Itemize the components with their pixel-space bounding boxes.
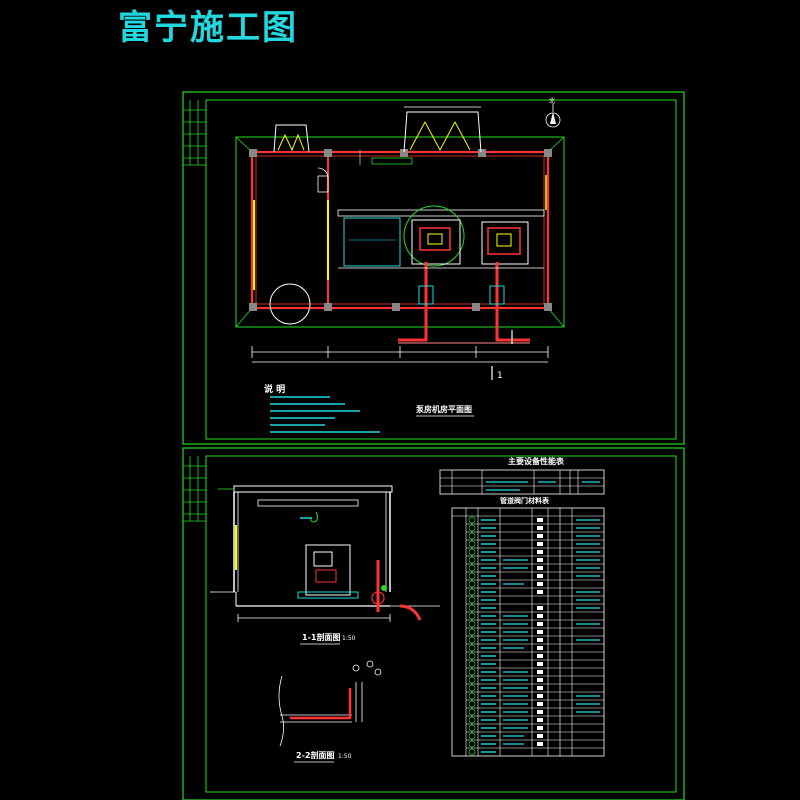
- materials-table: 管道阀门材料表: [451, 496, 605, 757]
- section-1-drawing: 1-1剖面图 1:50: [210, 485, 440, 645]
- section-marker-label: 1: [497, 371, 503, 381]
- equipment-table: 主要设备性能表: [439, 456, 605, 495]
- materials-table-title: 管道阀门材料表: [500, 496, 550, 505]
- section-1-scale: 1:50: [342, 635, 356, 642]
- notes-heading: 说 明: [264, 383, 285, 395]
- lower-drawing-frame: [182, 447, 685, 800]
- upper-drawing-frame: [182, 91, 685, 445]
- page-title: 富宁施工图: [118, 8, 298, 48]
- north-arrow-icon: [545, 104, 561, 128]
- plan-caption: 泵房机房平面图: [416, 404, 472, 414]
- equipment-table-title: 主要设备性能表: [508, 456, 565, 466]
- section-1-caption: 1-1剖面图: [302, 632, 340, 642]
- section-2-scale: 1:50: [338, 753, 352, 760]
- floor-plan: 1 北 说 明 泵房机房平面图: [235, 97, 565, 433]
- north-label: 北: [549, 97, 555, 105]
- section-2-caption: 2-2剖面图: [296, 750, 334, 760]
- section-2-drawing: 2-2剖面图 1:50: [278, 660, 382, 763]
